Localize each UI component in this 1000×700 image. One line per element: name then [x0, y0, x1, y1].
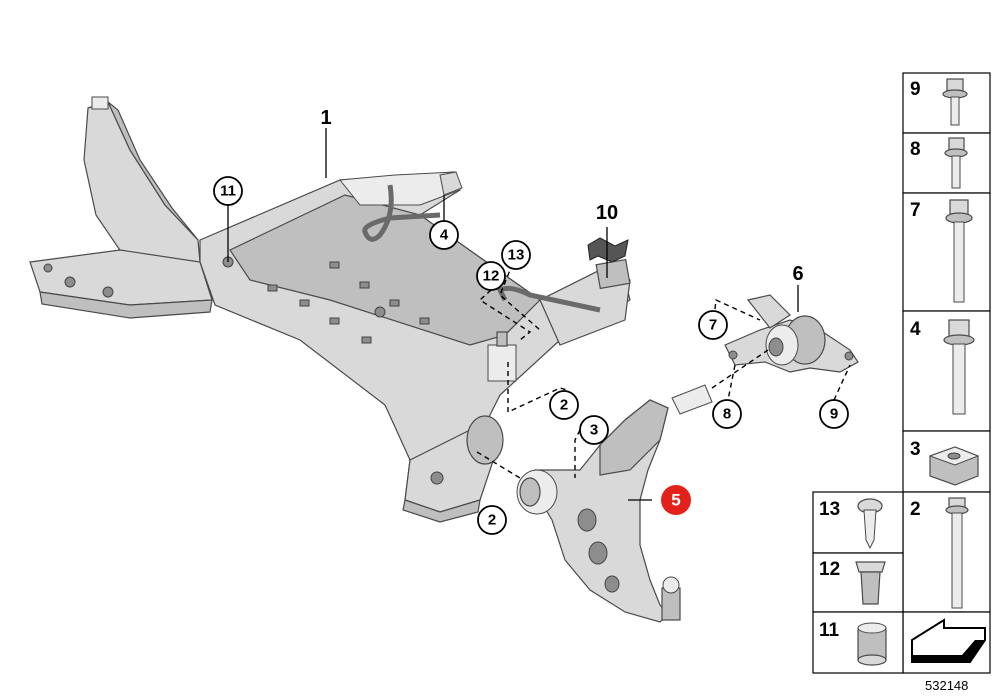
hex-flange-bolt-long-icon [945, 199, 973, 303]
svg-text:8: 8 [723, 406, 731, 423]
parts-cell-13 [812, 491, 904, 554]
diagram-reference-number: 532148 [925, 678, 968, 693]
hex-flange-bolt-short-icon [942, 78, 968, 126]
expanding-nut-icon [855, 561, 886, 605]
callout-8: 8 [712, 399, 742, 429]
svg-text:5: 5 [671, 491, 680, 510]
square-nut-icon [928, 446, 980, 486]
svg-text:2: 2 [910, 499, 921, 520]
svg-text:7: 7 [709, 317, 717, 334]
svg-text:6: 6 [792, 263, 803, 285]
wishbone-control-arm [516, 384, 713, 623]
damper-pad [587, 237, 629, 263]
svg-text:1: 1 [320, 107, 331, 129]
bushing-sleeve-icon [857, 622, 887, 666]
callout-10: 10 [596, 202, 618, 224]
callout-13: 13 [501, 240, 531, 270]
svg-text:11: 11 [220, 183, 236, 200]
svg-text:8: 8 [910, 139, 921, 160]
svg-text:13: 13 [819, 499, 840, 520]
svg-text:7: 7 [910, 200, 921, 221]
svg-text:13: 13 [508, 247, 525, 264]
callout-7: 7 [698, 310, 728, 340]
callout-9: 9 [819, 399, 849, 429]
leader-lines [227, 128, 851, 501]
svg-text:9: 9 [830, 406, 838, 423]
parts-cell-8 [902, 132, 991, 194]
callout-3: 3 [579, 415, 609, 445]
svg-text:4: 4 [910, 319, 921, 340]
hex-flange-bolt-icon [943, 319, 975, 415]
callout-5-highlighted: 5 [661, 485, 691, 515]
parts-cell-4 [902, 310, 991, 432]
callout-6: 6 [792, 263, 803, 285]
svg-text:12: 12 [483, 268, 500, 285]
parts-cell-7 [902, 192, 991, 312]
svg-text:2: 2 [560, 397, 568, 414]
long-bolt-icon [945, 497, 969, 609]
callout-2-lower: 2 [477, 505, 507, 535]
svg-text:12: 12 [819, 559, 840, 580]
callout-11: 11 [213, 176, 243, 206]
svg-text:3: 3 [910, 439, 921, 460]
wire-harness [496, 285, 601, 313]
forward-direction-arrow-icon [911, 618, 986, 663]
rear-bushing-bracket [724, 294, 859, 373]
callout-12: 12 [476, 261, 506, 291]
pipe-bracket [439, 171, 463, 196]
front-axle-subframe [29, 96, 631, 523]
callout-1: 1 [320, 107, 331, 129]
torx-screw-icon [857, 498, 883, 550]
svg-text:3: 3 [590, 422, 598, 439]
parts-table: 9 8 7 4 3 2 13 12 11 [812, 72, 991, 674]
coolant-pipe [362, 184, 441, 242]
hex-flange-bolt-medium-icon [944, 137, 968, 189]
svg-text:11: 11 [819, 620, 840, 641]
svg-text:4: 4 [440, 227, 449, 244]
svg-text:9: 9 [910, 79, 921, 100]
callout-2-upper: 2 [549, 390, 579, 420]
callout-4: 4 [429, 220, 459, 250]
svg-text:2: 2 [488, 512, 496, 529]
svg-text:10: 10 [596, 202, 618, 224]
